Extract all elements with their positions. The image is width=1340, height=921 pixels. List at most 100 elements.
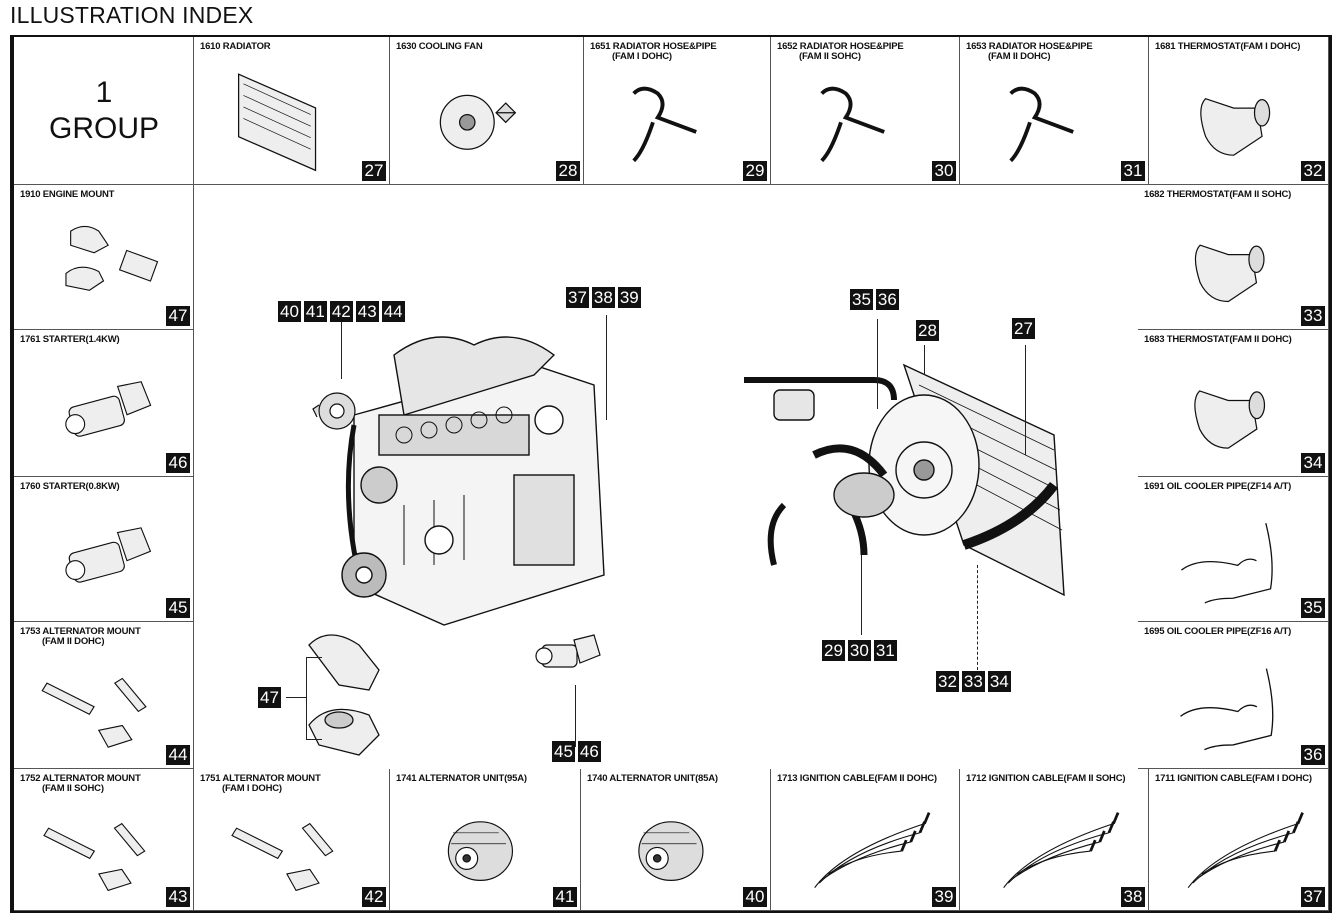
- page-ref-badge[interactable]: 37: [1301, 887, 1325, 907]
- page-ref-badge[interactable]: 35: [1301, 598, 1325, 618]
- page-ref-badge[interactable]: 39: [932, 887, 956, 907]
- page-ref-badge[interactable]: 30: [932, 161, 956, 181]
- part-cell-1651[interactable]: 1651 RADIATOR HOSE&PIPE(FAM I DOHC) 29: [584, 37, 771, 185]
- callout-badge[interactable]: 44: [381, 301, 405, 322]
- callout-badge[interactable]: 28: [916, 320, 939, 341]
- callout-badge[interactable]: 31: [873, 640, 897, 661]
- page-ref-badge[interactable]: 33: [1301, 306, 1325, 326]
- thermostat-icon: [1194, 390, 1266, 449]
- callout-badge[interactable]: 41: [303, 301, 327, 322]
- part-title: 1751 ALTERNATOR MOUNT: [200, 773, 321, 784]
- part-title: 1681 THERMOSTAT(FAM I DOHC): [1155, 41, 1301, 52]
- callout-badge[interactable]: 40: [278, 301, 301, 322]
- page-ref-badge[interactable]: 45: [166, 598, 190, 618]
- part-cell-1681[interactable]: 1681 THERMOSTAT(FAM I DOHC) 32: [1149, 37, 1329, 185]
- page-ref-badge[interactable]: 34: [1301, 453, 1325, 473]
- page-ref-badge[interactable]: 43: [166, 887, 190, 907]
- page-ref-badge[interactable]: 29: [743, 161, 767, 181]
- page-ref-badge[interactable]: 36: [1301, 745, 1325, 765]
- callout-badge[interactable]: 46: [577, 741, 601, 762]
- hose-pipe-icon: [820, 86, 885, 163]
- part-label: 1740 ALTERNATOR UNIT(85A): [587, 774, 718, 784]
- page-ref-badge[interactable]: 44: [166, 745, 190, 765]
- callout-badge[interactable]: 38: [591, 287, 615, 308]
- oil-cooler-pipe-icon: [1180, 522, 1273, 604]
- alternator-icon: [638, 821, 704, 881]
- cooling-system-drawing: [744, 363, 1065, 597]
- callout-badge[interactable]: 30: [847, 640, 871, 661]
- part-cell-1683[interactable]: 1683 THERMOSTAT(FAM II DOHC)34: [1138, 330, 1329, 477]
- part-label: 1681 THERMOSTAT(FAM I DOHC): [1155, 42, 1300, 52]
- part-cell-1610[interactable]: 1610 RADIATOR 27: [194, 37, 390, 185]
- page-ref-badge[interactable]: 40: [743, 887, 767, 907]
- part-label: 1761 STARTER(1.4KW): [20, 335, 120, 345]
- page-ref-badge[interactable]: 46: [166, 453, 190, 473]
- leader-line: [306, 657, 307, 739]
- callout-badge[interactable]: 33: [961, 671, 985, 692]
- callout-badge[interactable]: 35: [850, 289, 873, 310]
- thermostat-icon: [1200, 97, 1271, 156]
- callout-badge[interactable]: 32: [936, 671, 959, 692]
- part-title: 1610 RADIATOR: [200, 41, 271, 52]
- page-ref-badge[interactable]: 27: [362, 161, 386, 181]
- page-ref-badge[interactable]: 41: [553, 887, 577, 907]
- callout-badge[interactable]: 29: [822, 640, 845, 661]
- part-cell-1713[interactable]: 1713 IGNITION CABLE(FAM II DOHC) 39: [771, 769, 960, 911]
- page-ref-badge[interactable]: 47: [166, 306, 190, 326]
- part-cell-1711[interactable]: 1711 IGNITION CABLE(FAM I DOHC)37: [1149, 769, 1329, 911]
- part-cell-1752[interactable]: 1752 ALTERNATOR MOUNT(FAM II SOHC) 43: [14, 769, 194, 911]
- callout-badge[interactable]: 45: [552, 741, 575, 762]
- hose-pipe-icon: [632, 86, 697, 163]
- leader-line: [606, 315, 607, 420]
- callout-badge[interactable]: 36: [875, 289, 899, 310]
- part-title: 1741 ALTERNATOR UNIT(95A): [396, 773, 527, 784]
- part-label: 1610 RADIATOR: [200, 41, 271, 52]
- alternator-drawing: [312, 392, 356, 430]
- part-cell-1740[interactable]: 1740 ALTERNATOR UNIT(85A) 40: [581, 769, 771, 911]
- leader-line: [286, 697, 306, 698]
- part-cell-1761[interactable]: 1761 STARTER(1.4KW) 46: [14, 330, 194, 477]
- page-ref-badge[interactable]: 28: [556, 161, 580, 181]
- part-cell-1682[interactable]: 1682 THERMOSTAT(FAM II SOHC) 33: [1138, 185, 1329, 330]
- part-cell-1760[interactable]: 1760 STARTER(0.8KW)45: [14, 477, 194, 622]
- callout-badge[interactable]: 37: [566, 287, 589, 308]
- page-ref-badge[interactable]: 38: [1121, 887, 1145, 907]
- part-title: 1713 IGNITION CABLE(FAM II DOHC): [777, 773, 937, 784]
- part-cell-1712[interactable]: 1712 IGNITION CABLE(FAM II SOHC) 38: [960, 769, 1149, 911]
- part-cell-1652[interactable]: 1652 RADIATOR HOSE&PIPE(FAM II SOHC)30: [771, 37, 960, 185]
- part-cell-1751[interactable]: 1751 ALTERNATOR MOUNT(FAM I DOHC)42: [194, 769, 390, 911]
- part-subtitle: (FAM II DOHC): [42, 636, 105, 647]
- starter-icon: [65, 381, 152, 437]
- part-title: 1682 THERMOSTAT(FAM II SOHC): [1144, 189, 1292, 200]
- part-subtitle: (FAM I DOHC): [612, 51, 672, 62]
- leader-line: [861, 555, 862, 635]
- alternator-mount-icon: [43, 822, 146, 892]
- part-cell-1691[interactable]: 1691 OIL COOLER PIPE(ZF14 A/T) 35: [1138, 477, 1329, 622]
- page-ref-badge[interactable]: 42: [362, 887, 386, 907]
- part-cell-1741[interactable]: 1741 ALTERNATOR UNIT(95A) 41: [390, 769, 581, 911]
- callout-badge[interactable]: 42: [329, 301, 353, 322]
- part-label: 1752 ALTERNATOR MOUNT(FAM II SOHC): [20, 774, 141, 794]
- part-title: 1651 RADIATOR HOSE&PIPE: [590, 41, 717, 52]
- cooling-fan-icon: [439, 94, 517, 150]
- callout-badge[interactable]: 47: [258, 687, 281, 708]
- callout-badge[interactable]: 34: [987, 671, 1011, 692]
- callout-badge[interactable]: 43: [355, 301, 379, 322]
- part-title: 1691 OIL COOLER PIPE(ZF14 A/T): [1144, 481, 1292, 492]
- part-title: 1712 IGNITION CABLE(FAM II SOHC): [966, 773, 1126, 784]
- callout-badge[interactable]: 27: [1012, 318, 1035, 339]
- part-cell-1753[interactable]: 1753 ALTERNATOR MOUNT(FAM II DOHC)44: [14, 622, 194, 769]
- part-cell-1695[interactable]: 1695 OIL COOLER PIPE(ZF16 A/T)36: [1138, 622, 1329, 769]
- callout-badge[interactable]: 39: [617, 287, 641, 308]
- page-ref-badge[interactable]: 31: [1121, 161, 1145, 181]
- page-ref-badge[interactable]: 32: [1301, 161, 1325, 181]
- leader-line: [977, 565, 978, 670]
- part-cell-1653[interactable]: 1653 RADIATOR HOSE&PIPE(FAM II DOHC)31: [960, 37, 1149, 185]
- callout-fan: 28: [916, 320, 939, 341]
